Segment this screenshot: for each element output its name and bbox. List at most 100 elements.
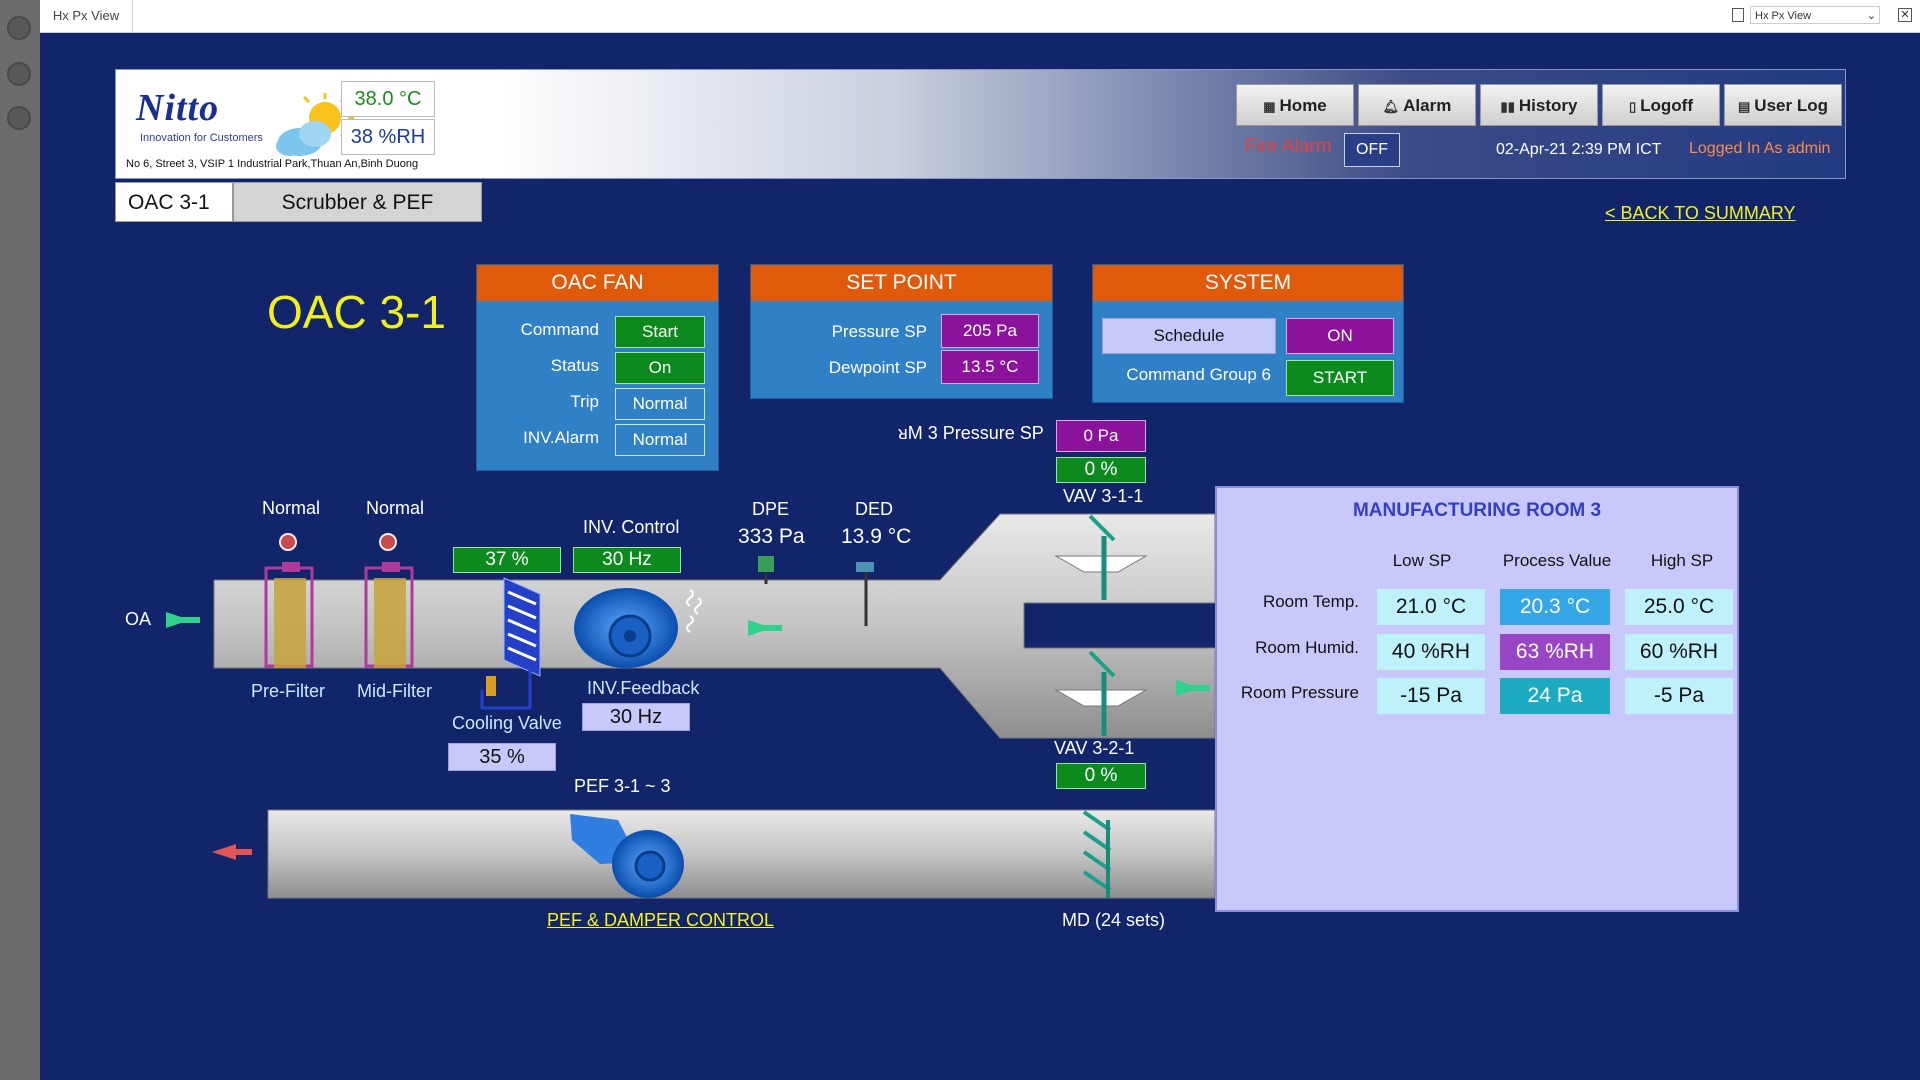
room-humid-label: Room Humid. [1255,638,1359,657]
inv-alarm-label: INV.Alarm [523,428,599,447]
pef-damper-control-link[interactable]: PEF & DAMPER CONTROL [547,910,775,930]
window-tab[interactable]: Hx Px View [40,0,133,32]
room-pressure-low-sp[interactable]: -15 Pa [1377,678,1485,714]
pef-label: PEF 3-1 ~ 3 [574,776,671,796]
exhaust-duct [267,809,1216,899]
inv-control-label: INV. Control [583,517,680,537]
dpe-sensor-icon [758,556,774,584]
pre-filter-icon [264,562,314,668]
motor-damper-icon [1082,810,1112,898]
room-temp-label: Room Temp. [1262,592,1359,611]
window-bar: Hx Px View Hx Px View⌄ ✕ [40,0,1920,33]
fire-alarm-status[interactable]: OFF [1344,133,1400,167]
home-button[interactable]: ▦Home [1236,84,1354,126]
room-title: MANUFACTURING ROOM 3 [1352,500,1602,521]
pressure-sp-value[interactable]: 205 Pa [941,314,1039,348]
chevron-down-icon: ⌄ [1866,10,1876,22]
mid-filter-icon [364,562,414,668]
low-sp-header: Low SP [1392,551,1452,570]
grid-icon: ▦ [1263,99,1276,114]
vav-3-2-1-icon [1054,650,1148,736]
md-label: MD (24 sets) [1062,910,1166,930]
log-icon: ▤ [1738,99,1751,114]
schedule-button[interactable]: Schedule [1102,318,1276,354]
command-group-button[interactable]: START [1286,360,1394,396]
vav-3-2-1-label: VAV 3-2-1 [1054,738,1135,758]
user-log-button[interactable]: ▤User Log [1724,84,1842,126]
room-temp-high-sp[interactable]: 25.0 °C [1625,589,1733,625]
dewpoint-sp-value[interactable]: 13.5 °C [941,350,1039,384]
fan-command-button[interactable]: Start [615,316,705,348]
history-label: History [1518,96,1578,115]
supply-fan-icon [574,588,702,668]
company-logo: Nitto [136,87,220,129]
mid-filter-status: Normal [366,498,425,518]
fan-status-value: On [615,352,705,384]
schedule-value[interactable]: ON [1286,318,1394,354]
breadcrumb-current[interactable]: OAC 3-1 [115,182,233,222]
page-icon[interactable] [1732,8,1744,22]
fire-alarm-label: Fire Alarm [1245,136,1332,157]
current-datetime: 02-Apr-21 2:39 PM ICT [1496,141,1662,158]
home-label: Home [1279,96,1327,115]
header-banner: Nitto Innovation for Customers No 6, Str… [115,69,1846,179]
room-pressure-sp-label: ᴚM 3 Pressure SP [898,423,1044,443]
bell-icon: 🔔︎ [1382,99,1400,114]
inv-control-value[interactable]: 30 Hz [573,547,681,573]
left-rail [0,0,40,1080]
oa-label: OA [125,609,152,629]
outdoor-humidity: 38 %RH [341,119,435,155]
company-tagline: Innovation for Customers [140,132,263,144]
alarm-button[interactable]: 🔔︎Alarm [1358,84,1476,126]
system-panel: SYSTEM Schedule ON Command Group 6 START [1092,264,1404,403]
ded-sensor-icon [856,562,874,626]
oac-fan-panel: OAC FAN Command Start Status On Trip Nor… [476,264,719,471]
set-point-title: SET POINT [751,265,1052,301]
oac-fan-title: OAC FAN [477,265,718,301]
history-button[interactable]: ▮▮History [1480,84,1598,126]
mid-filter-status-lamp [379,533,397,551]
search-icon[interactable] [7,62,31,86]
supply-duct [213,513,1216,739]
view-select[interactable]: Hx Px View⌄ [1750,6,1880,24]
breadcrumb-section[interactable]: Scrubber & PEF [233,182,482,222]
cooling-valve-icon [486,676,496,696]
room-supply-arrow [1176,680,1210,696]
mid-filter-label: Mid-Filter [357,681,432,701]
cooling-valve-output[interactable]: 37 % [453,547,561,573]
pef-fan-icon [570,814,684,898]
logoff-button[interactable]: ▯Logoff [1602,84,1720,126]
vav-3-2-1-value[interactable]: 0 % [1056,763,1146,789]
bar-chart-icon: ▮▮ [1500,99,1515,114]
login-status: Logged In As admin [1689,140,1831,157]
pre-filter-status: Normal [262,498,321,518]
fan-trip-value: Normal [615,388,705,420]
status-label: Status [550,356,599,375]
inv-alarm-value: Normal [615,424,705,456]
manufacturing-room-panel: MANUFACTURING ROOM 3 Low SP Process Valu… [1215,486,1739,912]
room-pressure-sp-value[interactable]: 0 Pa [1056,420,1146,452]
dewpoint-sp-label: Dewpoint SP [828,358,927,377]
process-value-header: Process Value [1502,551,1612,570]
menu-icon[interactable] [7,16,31,40]
company-address: No 6, Street 3, VSIP 1 Industrial Park,T… [126,158,419,170]
dpe-value: 333 Pa [738,525,805,548]
command-label: Command [520,320,599,339]
door-icon: ▯ [1628,99,1637,114]
vav-3-1-1-label: VAV 3-1-1 [1063,486,1144,506]
back-to-summary-link[interactable]: < BACK TO SUMMARY [1605,203,1796,223]
settings-icon[interactable] [7,106,31,130]
outdoor-temperature: 38.0 °C [341,81,435,117]
room-humid-low-sp[interactable]: 40 %RH [1377,634,1485,670]
ded-value: 13.9 °C [841,525,912,548]
room-humid-high-sp[interactable]: 60 %RH [1625,634,1733,670]
alarm-label: Alarm [1403,96,1452,115]
vav-3-1-1-value[interactable]: 0 % [1056,457,1146,483]
room-temp-low-sp[interactable]: 21.0 °C [1377,589,1485,625]
close-icon[interactable]: ✕ [1898,8,1912,22]
inv-feedback-label: INV.Feedback [587,678,700,698]
inv-feedback-value: 30 Hz [582,703,690,731]
exhaust-outlet-arrow [212,844,252,860]
room-pressure-high-sp[interactable]: -5 Pa [1625,678,1733,714]
room-pressure-label: Room Pressure [1240,683,1359,702]
